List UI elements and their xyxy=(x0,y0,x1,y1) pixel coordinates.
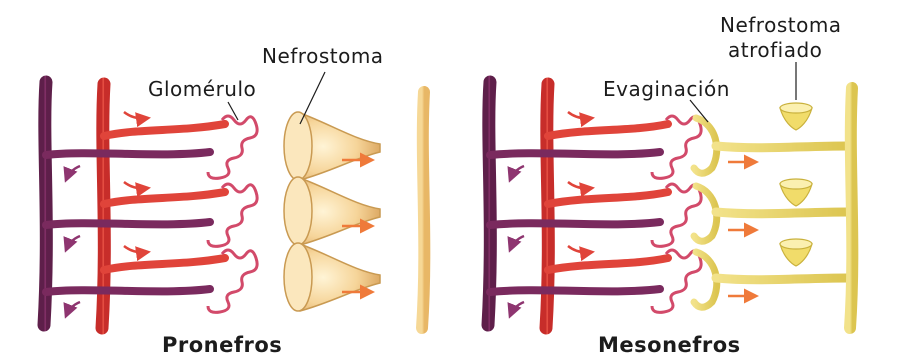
artery-branch xyxy=(548,258,668,270)
purple-arrow xyxy=(66,302,80,316)
evaginacion-label: Evaginación xyxy=(603,77,730,101)
artery-branch xyxy=(104,192,225,204)
pronefros-level-2 xyxy=(46,182,257,250)
purple-arrow xyxy=(66,166,80,180)
red-arrow xyxy=(124,182,148,188)
artery-branch xyxy=(104,258,225,270)
nefrostoma-leader xyxy=(300,72,325,124)
pronefros-panel xyxy=(44,72,425,328)
red-arrow xyxy=(568,182,592,188)
artery-branch xyxy=(104,124,225,136)
vein-branch xyxy=(490,222,660,225)
vein-branch xyxy=(46,289,210,292)
pronefros-title: Pronefros xyxy=(162,333,282,357)
nephrostome-funnel-3 xyxy=(284,243,425,311)
mesonephric-tubule xyxy=(716,212,848,214)
vein-branch xyxy=(46,222,210,225)
nefrostoma-atrofiado-label-line2: atrofiado xyxy=(728,38,822,62)
nefrostoma-atrofiado-label-line1: Nefrostoma xyxy=(720,13,842,37)
mesonefros-panel xyxy=(488,62,852,328)
vein-branch xyxy=(490,289,660,292)
purple-arrow xyxy=(510,302,524,316)
nephrostome-funnel-2 xyxy=(284,177,425,245)
pronefros-level-3 xyxy=(46,246,257,316)
red-arrow xyxy=(124,246,148,252)
red-arrow xyxy=(124,112,148,118)
nefrostoma-label: Nefrostoma xyxy=(262,44,384,68)
mesonephric-tubule xyxy=(716,278,848,280)
artery-branch xyxy=(548,124,668,136)
mesonefros-title: Mesonefros xyxy=(598,333,741,357)
mesonephric-tubule xyxy=(716,146,848,148)
pronephric-duct xyxy=(422,92,424,328)
pronefros-level-1 xyxy=(46,112,257,180)
atrophied-nephrostome-2 xyxy=(780,179,812,212)
vein-branch xyxy=(46,152,210,155)
red-arrow xyxy=(568,246,592,252)
purple-arrow xyxy=(66,236,80,250)
vein-branch xyxy=(490,152,660,155)
mesonephric-duct xyxy=(850,88,852,328)
purple-arrow xyxy=(510,166,524,180)
glomerulo-label: Glomérulo xyxy=(148,77,256,101)
atrophied-nephrostome-3 xyxy=(780,239,812,278)
artery-branch xyxy=(548,192,668,204)
atrophied-nephrostome-1 xyxy=(780,103,812,146)
nephrostome-funnel-1 xyxy=(284,112,425,180)
purple-arrow xyxy=(510,236,524,250)
red-arrow xyxy=(568,112,592,118)
